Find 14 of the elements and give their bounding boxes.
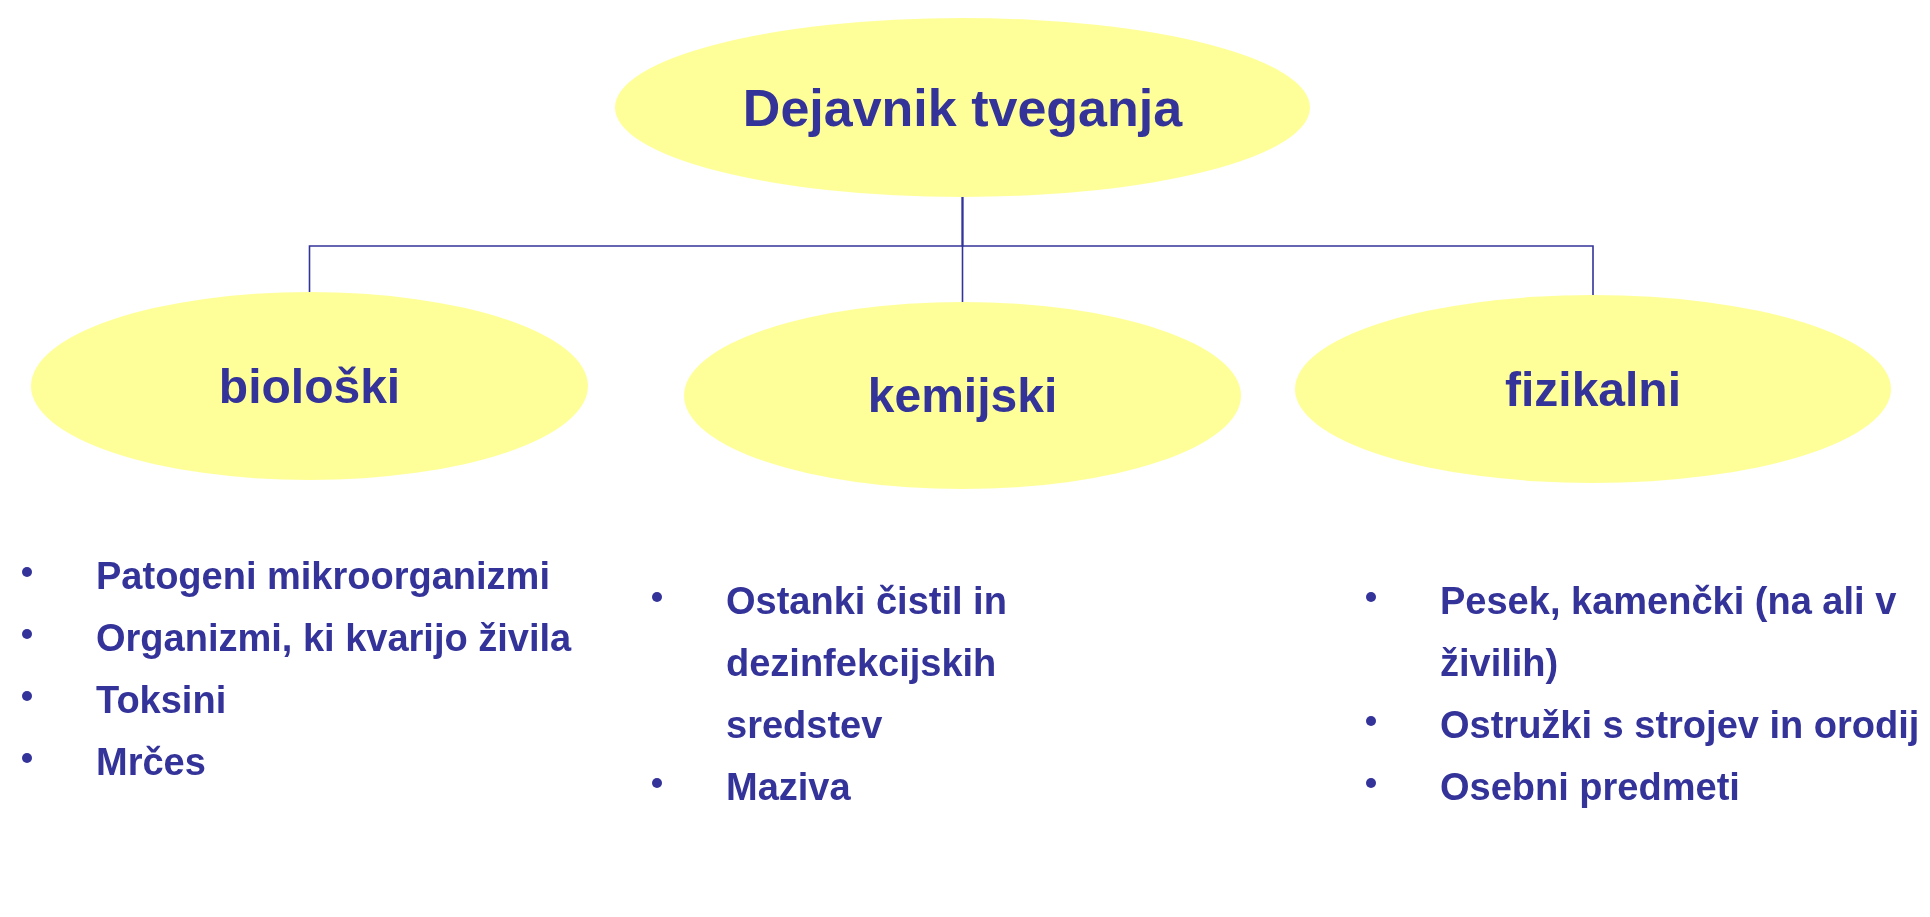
category-title: kemijski <box>867 368 1058 423</box>
list-item-text: Toksini <box>96 678 227 723</box>
list-item-text: Maziva <box>726 765 851 810</box>
category-title: fizikalni <box>1504 361 1681 417</box>
list-item-text: Osebni predmeti <box>1440 765 1740 810</box>
list-item-text: Ostanki čistil in dezinfekcijskih sredstev <box>726 579 1008 748</box>
list-item-text: Mrčes <box>96 740 206 785</box>
list-item-text: Organizmi, ki kvarijo živila <box>96 616 572 661</box>
category-title: biološki <box>218 358 401 414</box>
list-item-text: Ostružki s strojev in orodij <box>1440 703 1920 748</box>
list-item-text: Pesek, kamenčki (na ali v živilih) <box>1440 579 1898 686</box>
list-item-text: Patogeni mikroorganizmi <box>96 554 550 599</box>
connector-line <box>961 196 1594 296</box>
category-title: Dejavnik tveganja <box>742 77 1183 138</box>
